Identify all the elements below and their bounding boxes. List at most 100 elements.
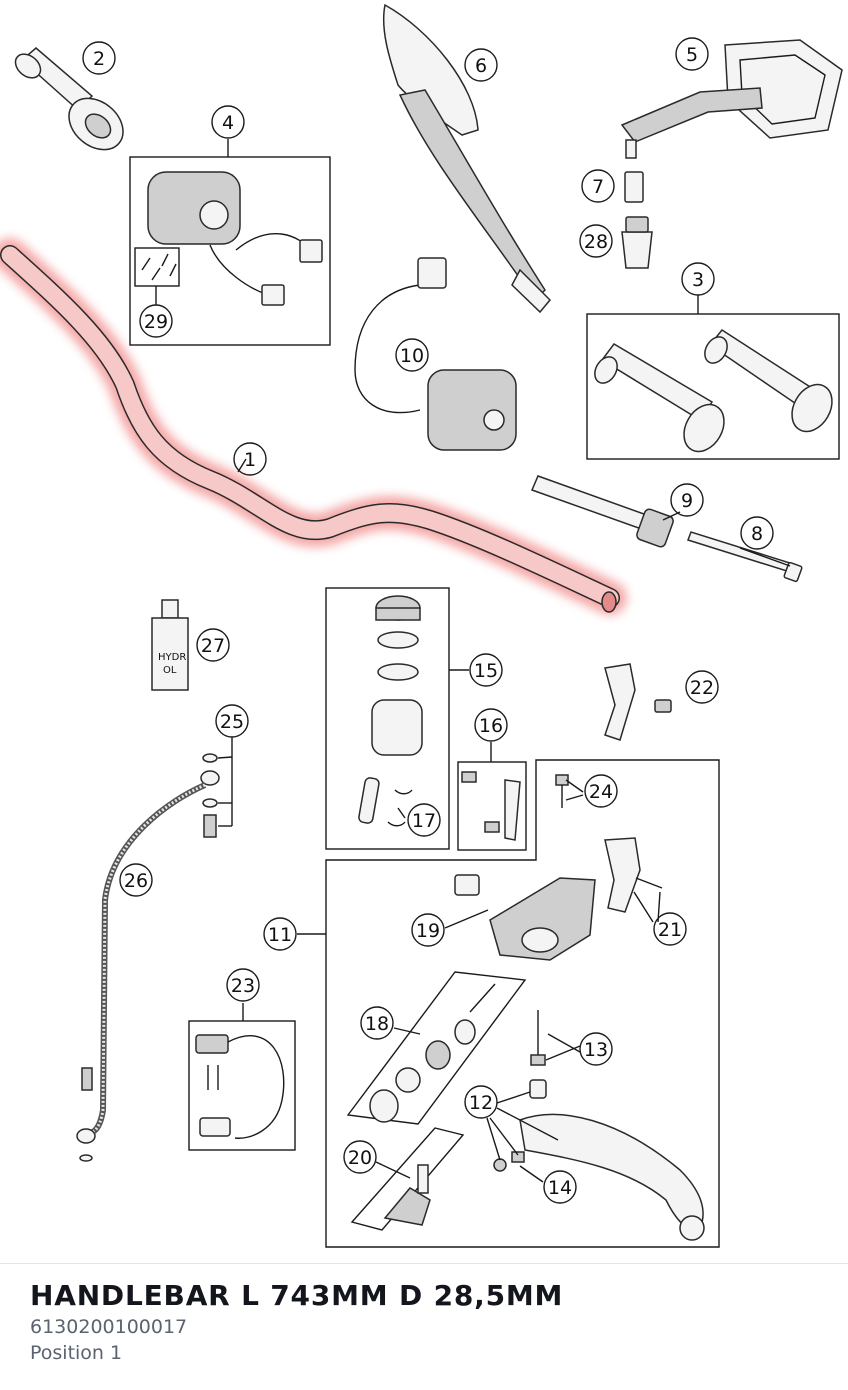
callout-21[interactable]: 21 [653, 912, 687, 946]
callout-16[interactable]: 16 [474, 708, 508, 742]
clamp-half-part[interactable] [604, 837, 663, 913]
svg-text:17: 17 [412, 810, 436, 832]
callout-2[interactable]: 2 [82, 41, 116, 75]
part-29-box [134, 247, 180, 287]
svg-text:14: 14 [548, 1177, 572, 1199]
svg-text:9: 9 [681, 490, 693, 512]
svg-text:11: 11 [268, 924, 292, 946]
svg-text:10: 10 [400, 345, 424, 367]
callout-22[interactable]: 22 [685, 670, 719, 704]
svg-text:16: 16 [479, 715, 503, 737]
brake-line-part[interactable] [76, 782, 207, 1162]
svg-text:4: 4 [222, 112, 234, 134]
oil-label-line2: OL [163, 665, 177, 676]
handlebar-part[interactable] [0, 238, 627, 615]
callout-27[interactable]: 27 [196, 628, 230, 662]
part-11-box [325, 759, 720, 1248]
svg-text:3: 3 [692, 269, 704, 291]
callout-29[interactable]: 29 [139, 304, 173, 338]
hydraulic-oil-part[interactable]: HYDR OL [151, 599, 189, 691]
svg-text:24: 24 [589, 781, 613, 803]
svg-text:7: 7 [592, 176, 604, 198]
callout-20[interactable]: 20 [343, 1140, 377, 1174]
svg-text:5: 5 [686, 44, 698, 66]
callout-8[interactable]: 8 [740, 516, 774, 550]
svg-text:13: 13 [584, 1039, 608, 1061]
callout-18[interactable]: 18 [360, 1006, 394, 1040]
callout-14[interactable]: 14 [543, 1170, 577, 1204]
callout-15[interactable]: 15 [469, 653, 503, 687]
svg-text:6: 6 [475, 55, 487, 77]
brake-lever-part[interactable] [493, 1079, 705, 1241]
svg-text:25: 25 [220, 711, 244, 733]
svg-text:29: 29 [144, 311, 168, 333]
svg-text:27: 27 [201, 635, 225, 657]
part-4-box [129, 156, 331, 346]
callout-4[interactable]: 4 [211, 105, 245, 139]
clamp-screw-part[interactable] [555, 774, 569, 808]
callout-5[interactable]: 5 [675, 37, 709, 71]
clamp-part[interactable] [604, 663, 672, 741]
svg-text:15: 15 [474, 660, 498, 682]
lever-guard-part[interactable] [382, 3, 552, 314]
stop-switch-part[interactable] [195, 1034, 285, 1139]
mirror-nut-part[interactable] [621, 216, 653, 269]
callout-3[interactable]: 3 [681, 262, 715, 296]
svg-text:8: 8 [751, 523, 763, 545]
left-switch-part[interactable] [147, 171, 323, 306]
part-23-box [188, 1020, 296, 1151]
svg-text:26: 26 [124, 870, 148, 892]
svg-text:12: 12 [469, 1092, 493, 1114]
callout-12[interactable]: 12 [464, 1085, 498, 1119]
reservoir-part[interactable] [358, 595, 423, 827]
callout-11[interactable]: 11 [263, 917, 297, 951]
svg-text:23: 23 [231, 975, 255, 997]
callout-7[interactable]: 7 [581, 169, 615, 203]
svg-text:22: 22 [690, 677, 714, 699]
banjo-bolt-part[interactable] [200, 753, 220, 838]
part-3-box [586, 313, 840, 460]
svg-text:21: 21 [658, 919, 682, 941]
screws-part[interactable] [141, 253, 177, 281]
callout-17[interactable]: 17 [407, 803, 441, 837]
mirror-adapter-part[interactable] [624, 171, 644, 203]
brake-sensor-part[interactable] [383, 1164, 431, 1226]
callout-6[interactable]: 6 [464, 48, 498, 82]
bar-end-part[interactable] [530, 475, 675, 548]
svg-text:20: 20 [348, 1147, 372, 1169]
callout-28[interactable]: 28 [579, 224, 613, 258]
svg-text:1: 1 [244, 449, 256, 471]
callout-25[interactable]: 25 [215, 704, 249, 738]
piston-kit-part[interactable] [369, 983, 496, 1123]
svg-text:28: 28 [584, 231, 608, 253]
divider [0, 1263, 848, 1264]
part-18-box [346, 971, 527, 1125]
part-position: Position 1 [30, 1342, 123, 1364]
callout-19[interactable]: 19 [411, 913, 445, 947]
part-15-box [325, 587, 450, 850]
svg-text:2: 2 [93, 48, 105, 70]
exploded-parts-diagram: HYDR OL [0, 3, 843, 1248]
callout-10[interactable]: 10 [395, 338, 429, 372]
callout-13[interactable]: 13 [579, 1032, 613, 1066]
svg-text:19: 19 [416, 920, 440, 942]
grips-part[interactable] [590, 329, 840, 459]
brake-pump-part[interactable] [454, 874, 596, 961]
oil-label-line1: HYDR [158, 652, 186, 663]
callout-23[interactable]: 23 [226, 968, 260, 1002]
callout-26[interactable]: 26 [119, 863, 153, 897]
bracket-part[interactable] [461, 771, 521, 841]
part-20-box [350, 1127, 465, 1231]
callout-1[interactable]: 1 [233, 442, 267, 476]
callout-24[interactable]: 24 [584, 774, 618, 808]
part-16-box [457, 761, 527, 851]
svg-text:18: 18 [365, 1013, 389, 1035]
mirror-part[interactable] [620, 39, 843, 159]
bolt-part[interactable] [687, 531, 803, 583]
right-switch-part[interactable] [354, 257, 517, 451]
callout-9[interactable]: 9 [670, 483, 704, 517]
part-info-panel: HANDLEBAR L 743MM D 28,5MM 6130200100017… [30, 1278, 820, 1366]
pivot-bolt-part[interactable] [530, 1010, 546, 1066]
grip-single-part[interactable] [11, 47, 133, 160]
leader-lines [155, 139, 791, 1183]
